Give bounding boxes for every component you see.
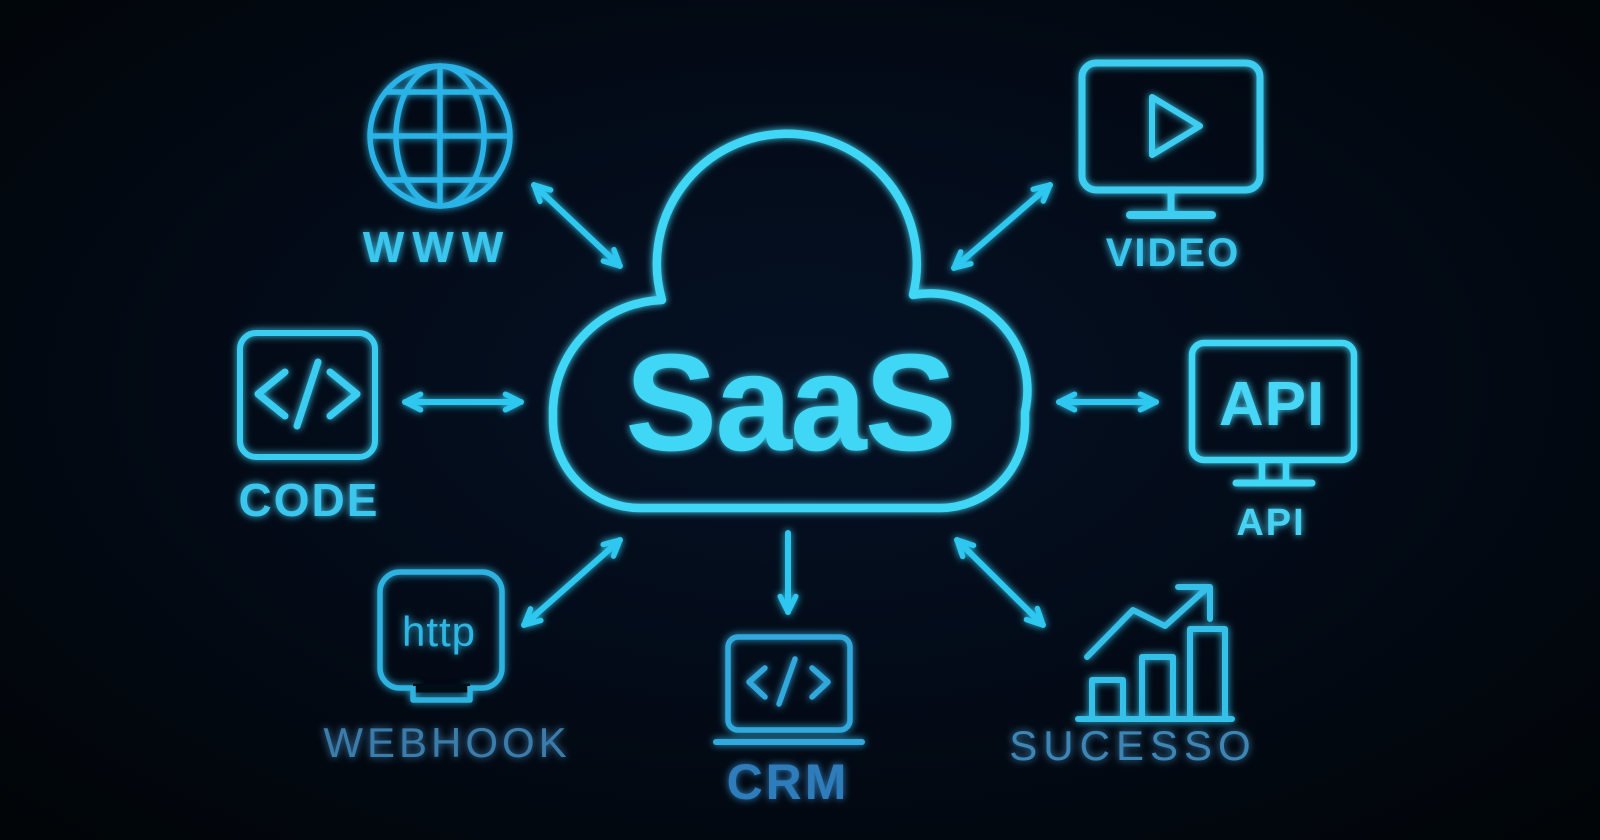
- code-label: CODE: [239, 474, 380, 526]
- api-monitor-icon: [1188, 339, 1358, 487]
- arrow-cloud-video: [951, 182, 1053, 271]
- video-label: VIDEO: [1106, 231, 1240, 275]
- globe-icon: [367, 63, 513, 209]
- video-monitor-icon: [1078, 59, 1264, 219]
- crm-label: CRM: [727, 754, 850, 810]
- node-video: VIDEO: [1078, 59, 1264, 275]
- arrow-cloud-webhook: [521, 537, 623, 628]
- play-icon: [1149, 94, 1203, 158]
- webhook-screen-text: http: [402, 608, 476, 655]
- code-laptop-icon: [713, 634, 865, 745]
- saas-cloud: SaaS: [548, 129, 1032, 513]
- arrow-cloud-sucesso: [954, 537, 1046, 628]
- arrow-www-cloud: [531, 182, 623, 269]
- trend-line: [1084, 585, 1210, 660]
- node-webhook: http WEBHOOK: [323, 569, 570, 766]
- http-window-icon: [377, 569, 505, 703]
- api-screen-text: API: [1219, 370, 1325, 439]
- sucesso-label: SUCESSO: [1009, 722, 1256, 769]
- code-brackets-icon: [237, 330, 378, 460]
- node-code: CODE: [237, 330, 380, 526]
- node-crm: CRM: [713, 634, 865, 810]
- saas-title: SaaS: [625, 326, 955, 480]
- node-sucesso: SUCESSO: [1009, 584, 1256, 769]
- node-api: API API: [1188, 339, 1358, 544]
- growth-chart-icon: [1075, 584, 1235, 722]
- www-label: WWW: [363, 223, 512, 272]
- webhook-label: WEBHOOK: [323, 719, 570, 766]
- trend-arrowhead-icon: [1175, 584, 1213, 622]
- api-label: API: [1236, 502, 1305, 544]
- cloud-outline: [548, 129, 1032, 513]
- node-www: WWW: [363, 63, 513, 272]
